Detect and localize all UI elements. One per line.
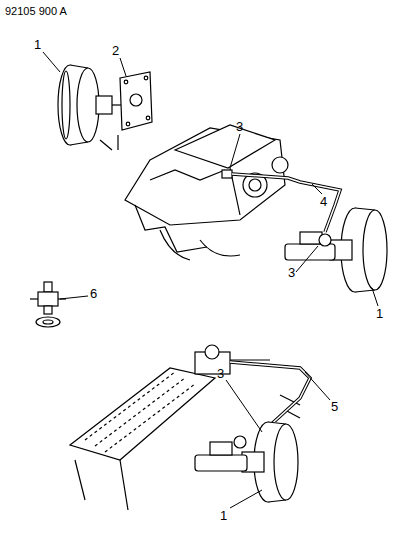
callout-number: 3 [236, 120, 243, 133]
callout-number: 4 [320, 195, 327, 208]
callout-number: 5 [331, 400, 338, 413]
leader-lines [43, 52, 378, 508]
gasket-plate [118, 72, 152, 150]
brake-booster-exploded [58, 65, 130, 150]
check-valve [30, 282, 66, 327]
callout-number: 3 [217, 367, 224, 380]
callout-number: 6 [90, 287, 97, 300]
engine-lower [70, 345, 300, 510]
callout-number: 1 [220, 509, 227, 522]
callout-number: 1 [376, 307, 383, 320]
callout-number: 3 [288, 266, 295, 279]
brake-booster-right [285, 208, 387, 292]
vacuum-hose-5 [230, 362, 310, 430]
callout-number: 1 [34, 38, 41, 51]
vacuum-hose-4 [232, 174, 340, 232]
brake-booster-lower [195, 422, 298, 502]
callout-number: 2 [112, 44, 119, 57]
reference-number: 92105 900 A [5, 6, 67, 17]
intake-manifold-upper [125, 125, 288, 260]
